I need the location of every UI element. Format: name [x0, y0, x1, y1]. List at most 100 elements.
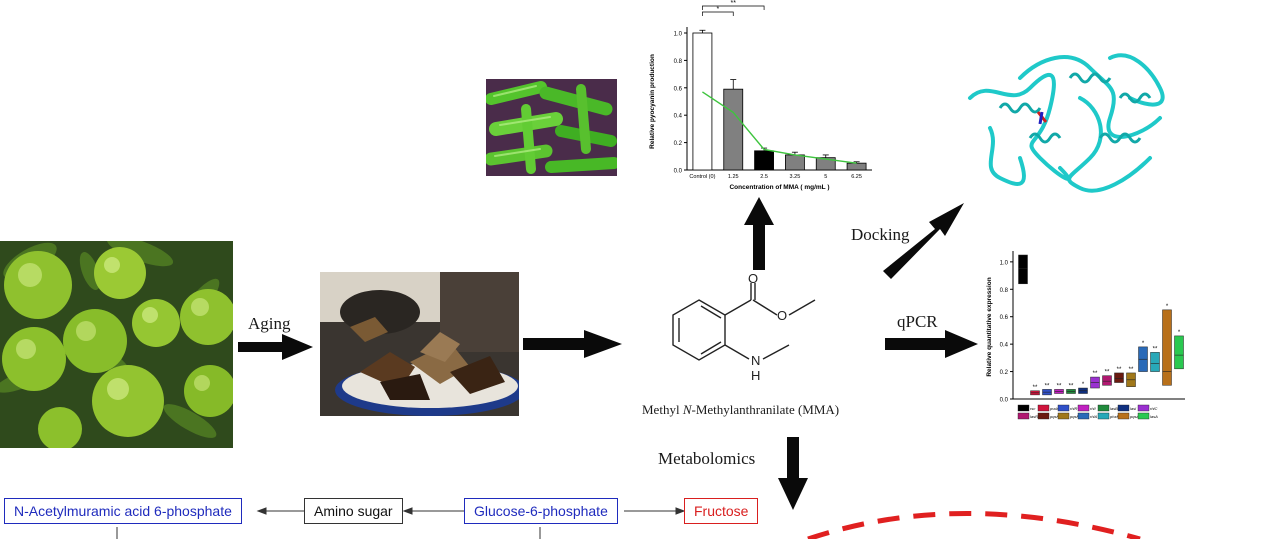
- box-8: [1114, 372, 1124, 383]
- sig-label: *: [1142, 341, 1145, 347]
- y-tick-label: 1.0: [674, 32, 683, 38]
- legend-label: rhlC: [1150, 406, 1157, 411]
- legend-label: pqsR: [1069, 414, 1079, 419]
- sig-label: **: [731, 0, 737, 7]
- sig-label: **: [1117, 367, 1122, 373]
- bar-3: [785, 154, 805, 171]
- trend-line: [702, 91, 857, 164]
- legend-label: pvdA: [1049, 406, 1059, 411]
- box-12: [1162, 309, 1172, 386]
- sig-label: *: [1166, 304, 1169, 310]
- arrow-metabolomics: [778, 437, 808, 510]
- mma-name-suffix: -Methylanthranilate (MMA): [691, 402, 840, 417]
- arrow-up-bar: [744, 197, 774, 270]
- mma-name-italic: N: [682, 402, 692, 417]
- legend-swatch: [1017, 404, 1030, 412]
- legend-swatch: [1057, 404, 1070, 412]
- legend-label: rhlA: [1090, 414, 1097, 419]
- sig-label: **: [1153, 346, 1158, 352]
- sig-bracket: [702, 5, 765, 10]
- metabolomics-label: Metabolomics: [658, 449, 756, 468]
- y-axis-title: Relative pyocyanin production: [649, 54, 656, 149]
- legend-swatch: [1137, 404, 1150, 412]
- qpcr-expression-chart: 0.00.20.40.60.81.0**********************…: [986, 251, 1185, 420]
- legend-swatch: [1057, 412, 1070, 420]
- dashed-arc: [807, 511, 1141, 539]
- legend-swatch: [1077, 412, 1090, 420]
- pathway-box-glucose6p: Glucose-6-phosphate: [464, 498, 618, 524]
- amine-nitrogen: N: [751, 353, 760, 368]
- y-tick-label: 0.2: [674, 141, 683, 147]
- pathway-box-nacetylmuramic: N-Acetylmuramic acid 6-phosphate: [4, 498, 242, 524]
- mma-structure: O O N H: [672, 272, 816, 383]
- sig-label: **: [1105, 370, 1110, 376]
- bar-0: [692, 32, 713, 171]
- qpcr-label: qPCR: [897, 312, 938, 331]
- pathway-box-fructose: Fructose: [684, 498, 759, 524]
- y-tick-label: 0.6: [674, 86, 683, 92]
- legend-label: pqsA: [1129, 414, 1139, 419]
- y-tick-label: 0.4: [1000, 343, 1009, 349]
- legend-swatch: [1037, 404, 1050, 412]
- box-0: [1018, 254, 1028, 285]
- mma-name: Methyl N-Methylanthranilate (MMA): [642, 402, 839, 418]
- legend-label: lasA: [1150, 414, 1158, 419]
- sig-label: *: [1082, 382, 1085, 388]
- x-axis-title: Concentration of MMA ( mg/mL ): [729, 184, 829, 191]
- legend-label: rsc: [1030, 406, 1035, 411]
- sig-label: **: [1129, 367, 1134, 373]
- legend-swatch: [1117, 412, 1130, 420]
- y-tick-label: 0.2: [1000, 370, 1009, 376]
- y-tick-label: 0.0: [1000, 398, 1009, 404]
- box-11: [1150, 352, 1160, 372]
- docking-label: Docking: [851, 225, 910, 244]
- legend-label: pqsH: [1049, 414, 1059, 419]
- arrow-qpcr: [885, 330, 978, 358]
- sig-label: **: [1093, 371, 1098, 377]
- x-tick-label: 2.5: [760, 174, 768, 180]
- legend-label: rhlI: [1090, 406, 1096, 411]
- bacteria-photo: [486, 79, 617, 176]
- y-tick-label: 1.0: [1000, 260, 1009, 266]
- y-tick-label: 0.0: [674, 169, 683, 175]
- pathway-box-amino-sugar: Amino sugar: [304, 498, 403, 524]
- orange-tree-photo: [0, 241, 233, 448]
- legend-swatch: [1137, 412, 1150, 420]
- box-13: [1174, 335, 1184, 370]
- carbonyl-oxygen: O: [748, 272, 758, 286]
- amine-hydrogen: H: [751, 368, 760, 383]
- legend-swatch: [1117, 404, 1130, 412]
- x-tick-label: 1.25: [728, 174, 739, 180]
- arrow-docking: [883, 203, 964, 279]
- bar-2: [754, 150, 774, 171]
- sig-label: *: [1178, 330, 1181, 336]
- arrow-aging: [238, 334, 313, 360]
- legend-label: rhlR: [1070, 406, 1077, 411]
- legend-swatch: [1097, 404, 1110, 412]
- y-tick-label: 0.8: [1000, 288, 1009, 294]
- protein-structure: [960, 38, 1172, 196]
- legend-swatch: [1037, 412, 1050, 420]
- mma-name-prefix: Methyl: [642, 402, 683, 417]
- x-tick-label: 6.25: [851, 174, 862, 180]
- y-tick-label: 0.6: [1000, 315, 1009, 321]
- y-tick-label: 0.4: [674, 114, 683, 120]
- legend-swatch: [1097, 412, 1110, 420]
- sig-bracket: [702, 11, 734, 16]
- legend-label: lasR: [1030, 414, 1038, 419]
- x-tick-label: 5: [824, 174, 827, 180]
- box-7: [1102, 375, 1112, 386]
- legend-label: phzM: [1109, 414, 1120, 419]
- arrow-to-mma: [523, 330, 622, 358]
- x-tick-label: Control (0): [689, 174, 715, 180]
- sig-label: **: [1057, 383, 1062, 389]
- bar-1: [723, 88, 744, 171]
- sig-label: **: [1045, 383, 1050, 389]
- sig-label: **: [1069, 383, 1074, 389]
- sig-label: *: [716, 6, 719, 13]
- x-tick-label: 3.25: [790, 174, 801, 180]
- y-tick-label: 0.8: [674, 59, 683, 65]
- legend-label: lasI: [1130, 406, 1137, 411]
